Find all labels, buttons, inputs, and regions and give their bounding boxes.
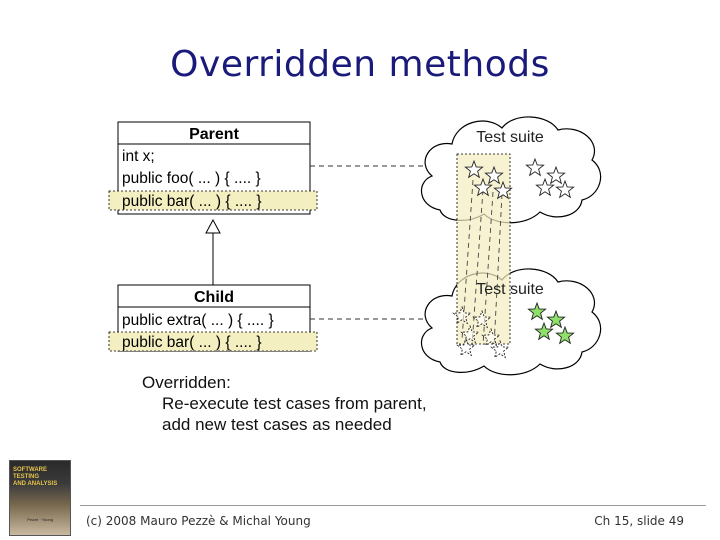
parent-test-star	[525, 157, 545, 177]
new-test-star	[527, 301, 547, 321]
note-line-1: Re-execute test cases from parent,	[162, 394, 427, 413]
inherited-test-star	[456, 337, 476, 357]
parent-member-field: int x;	[122, 148, 155, 165]
parent-test-star	[464, 159, 484, 179]
parent-test-star	[484, 165, 504, 185]
inherited-test-star	[472, 309, 492, 329]
parent-test-star	[535, 177, 555, 197]
parent-test-suite-cloud: Test suite	[421, 116, 602, 224]
book-title-line-2: AND ANALYSIS	[13, 481, 58, 487]
footer-slide-number: Ch 15, slide 49	[594, 514, 684, 528]
top-cloud-label: Test suite	[476, 129, 544, 146]
new-test-star	[534, 321, 554, 341]
page-title: Overridden methods	[170, 44, 550, 85]
child-class-box: Child public extra( ... ) { .... } publi…	[108, 284, 318, 352]
parent-test-star	[493, 180, 513, 200]
child-bar-highlight	[108, 331, 318, 352]
test-case-stars	[452, 157, 575, 359]
parent-test-star	[555, 179, 575, 199]
footer-copyright: (c) 2008 Mauro Pezzè & Michal Young	[86, 514, 311, 528]
note-heading: Overridden:	[142, 373, 231, 392]
parent-class-name: Parent	[189, 126, 239, 143]
book-authors: Pezzè · Young	[27, 517, 53, 522]
bottom-cloud-label: Test suite	[476, 281, 544, 298]
parent-bar-highlight	[108, 190, 318, 211]
child-class-name: Child	[194, 289, 234, 306]
overridden-note: Overridden: Re-execute test cases from p…	[142, 372, 427, 435]
book-cover-image: SOFTWARE TESTING AND ANALYSIS Pezzè · Yo…	[9, 460, 71, 536]
new-test-star	[546, 309, 566, 329]
inherited-test-star	[452, 305, 472, 325]
parent-member-foo: public foo( ... ) { .... }	[122, 170, 261, 187]
parent-class-box: Parent int x; public foo( ... ) { .... }…	[108, 121, 318, 215]
inheritance-arrow	[205, 218, 221, 285]
parent-test-star	[546, 165, 566, 185]
note-line-2: add new test cases as needed	[162, 415, 392, 434]
inherited-test-star	[490, 339, 510, 359]
footer-divider	[80, 505, 706, 506]
inherited-test-star	[481, 327, 501, 347]
book-title-line-1: SOFTWARE TESTING	[13, 467, 47, 480]
inherited-test-star	[460, 324, 480, 344]
parent-test-star	[473, 177, 493, 197]
child-member-extra: public extra( ... ) { .... }	[122, 312, 274, 329]
child-member-bar: public bar( ... ) { .... }	[122, 334, 262, 351]
new-test-star	[555, 325, 575, 345]
parent-member-bar: public bar( ... ) { .... }	[122, 193, 262, 210]
